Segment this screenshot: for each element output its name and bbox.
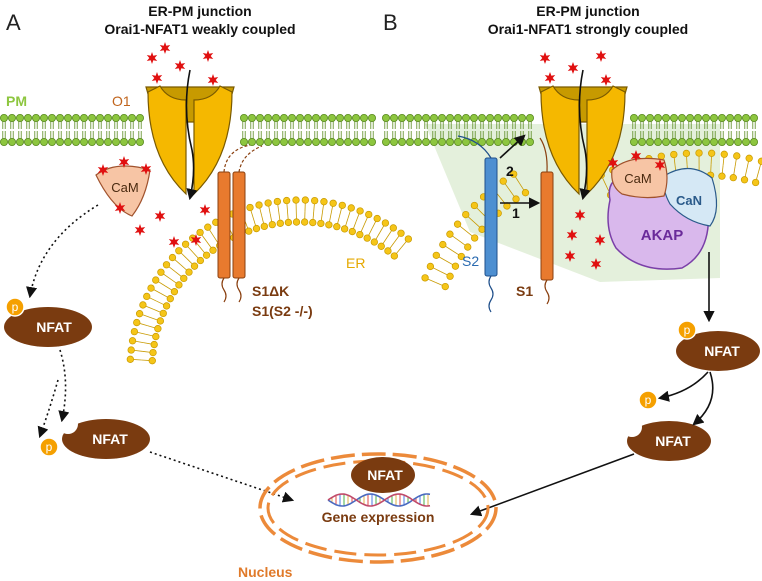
- calcium-ion: [118, 156, 130, 168]
- akap-label: AKAP: [641, 227, 684, 244]
- er-membrane-a: [126, 196, 413, 365]
- panel-b-title-line1: ER-PM junction: [536, 3, 639, 19]
- membranes: [0, 114, 762, 365]
- cam-b-label: CaM: [624, 171, 651, 186]
- calcium-ion: [607, 157, 619, 169]
- orai1-label: O1: [112, 93, 131, 109]
- nfat-dephospho-b: [627, 421, 711, 461]
- arrow-2-stim2-to-orai: [499, 134, 526, 159]
- panel-a-title-line1: ER-PM junction: [148, 3, 251, 19]
- arrow-dephospho-a: [58, 349, 70, 423]
- gene-expression-label: Gene expression: [322, 509, 435, 525]
- stim2-b: S2: [457, 135, 498, 313]
- calcium-ion: [564, 250, 576, 262]
- nfat-nucleus: [351, 457, 415, 493]
- stim1-s2ko-label: S1(S2 -/-): [252, 303, 313, 319]
- arrow-1-label: 1: [512, 205, 520, 221]
- phosphate-b-free: [638, 390, 658, 410]
- orai1-channel-a: [145, 69, 235, 201]
- arrow-nfat-to-nucleus-a: [149, 451, 295, 503]
- panel-a-title-line2: Orai1-NFAT1 weakly coupled: [104, 21, 295, 37]
- calcium-ion: [566, 229, 578, 241]
- stim1-a: S1ΔK S1(S2 -/-): [217, 144, 313, 319]
- nfat-phospho-b: [676, 331, 760, 371]
- calcium-ion: [168, 236, 180, 248]
- dna-helix: [327, 493, 431, 507]
- calcium-ion: [199, 204, 211, 216]
- calcium-ion: [154, 210, 166, 222]
- nfat-nucleus-label: NFAT: [367, 467, 403, 483]
- arrow-phosphate-release-b: [657, 371, 709, 402]
- calcium-ion: [159, 42, 171, 54]
- phosphate-b-bound-label: p: [684, 323, 691, 337]
- nucleus-envelope-outer: [258, 452, 498, 564]
- calcium-ion: [151, 72, 163, 84]
- calcium-ion: [146, 52, 158, 64]
- calcium-ion: [140, 163, 152, 175]
- nucleus: NFAT Gene expression Nucleus: [238, 452, 498, 580]
- cam-a-label: CaM: [111, 180, 138, 195]
- pm-label: PM: [6, 93, 27, 109]
- nucleus-label: Nucleus: [238, 564, 293, 580]
- orai1-channel-b: [538, 69, 628, 201]
- arrow-phosphate-release-a: [37, 379, 59, 439]
- stim1-b: S1: [516, 137, 554, 305]
- calcium-ion: [574, 209, 586, 221]
- calcium-ion: [134, 224, 146, 236]
- nfat-phospho-b-label: NFAT: [704, 343, 740, 359]
- calcium-ion: [594, 234, 606, 246]
- stim2-label: S2: [462, 253, 479, 269]
- arrow-dephospho-b: [692, 371, 714, 426]
- calcium-ion: [97, 164, 109, 176]
- stim1-b-label: S1: [516, 283, 533, 299]
- calcium-ion: [590, 258, 602, 270]
- phosphate-a-bound: [5, 297, 25, 317]
- nfat-dephospho-b-label: NFAT: [655, 433, 691, 449]
- nucleus-envelope-inner: [266, 459, 490, 557]
- calcium-ion: [567, 62, 579, 74]
- plasma-membrane-a: [0, 114, 376, 146]
- calcium-ion: [114, 202, 126, 214]
- phosphate-a-free-label: p: [46, 440, 53, 454]
- phosphate-a-free: [39, 437, 59, 457]
- nfat-dephospho-a: [62, 419, 150, 459]
- calcium-ion: [202, 50, 214, 62]
- nfat-dephospho-a-notch: [58, 414, 78, 434]
- calcium-ion: [600, 74, 612, 86]
- nfat-phospho-a: [4, 307, 92, 347]
- phosphate-b-bound: [677, 320, 697, 340]
- er-label: ER: [346, 255, 365, 271]
- panel-a: A ER-PM junction Orai1-NFAT1 weakly coup…: [4, 3, 365, 503]
- calcium-ion: [654, 159, 666, 171]
- arrow-nfat-to-nucleus-b: [469, 453, 635, 517]
- calcium-ion: [174, 60, 186, 72]
- arrow-2-label: 2: [506, 163, 514, 179]
- calcium-ions: [97, 42, 666, 270]
- arrow-cam-to-nfat-a: [26, 204, 99, 299]
- stim1-dk-label: S1ΔK: [252, 283, 289, 299]
- panel-b: B ER-PM junction Orai1-NFAT1 strongly co…: [383, 3, 760, 517]
- calcium-ion: [539, 52, 551, 64]
- can-label: CaN: [676, 193, 702, 208]
- akap-complex: AKAP CaN CaM: [607, 157, 718, 270]
- panel-b-title-line2: Orai1-NFAT1 strongly coupled: [488, 21, 688, 37]
- nfat-phospho-a-label: NFAT: [36, 319, 72, 335]
- cam-a: CaM: [95, 165, 151, 217]
- nfat-dephospho-b-notch: [622, 417, 642, 437]
- phosphate-a-bound-label: p: [12, 300, 19, 314]
- panel-a-letter: A: [6, 10, 21, 35]
- calcium-ion: [544, 72, 556, 84]
- panel-b-letter: B: [383, 10, 398, 35]
- phosphate-b-free-label: p: [645, 393, 652, 407]
- calcium-ion: [595, 50, 607, 62]
- calcium-ion: [207, 74, 219, 86]
- calcium-ion: [190, 234, 202, 246]
- nfat-dephospho-a-label: NFAT: [92, 431, 128, 447]
- plasma-membrane-b: [381, 114, 759, 146]
- calcium-ion: [630, 150, 642, 162]
